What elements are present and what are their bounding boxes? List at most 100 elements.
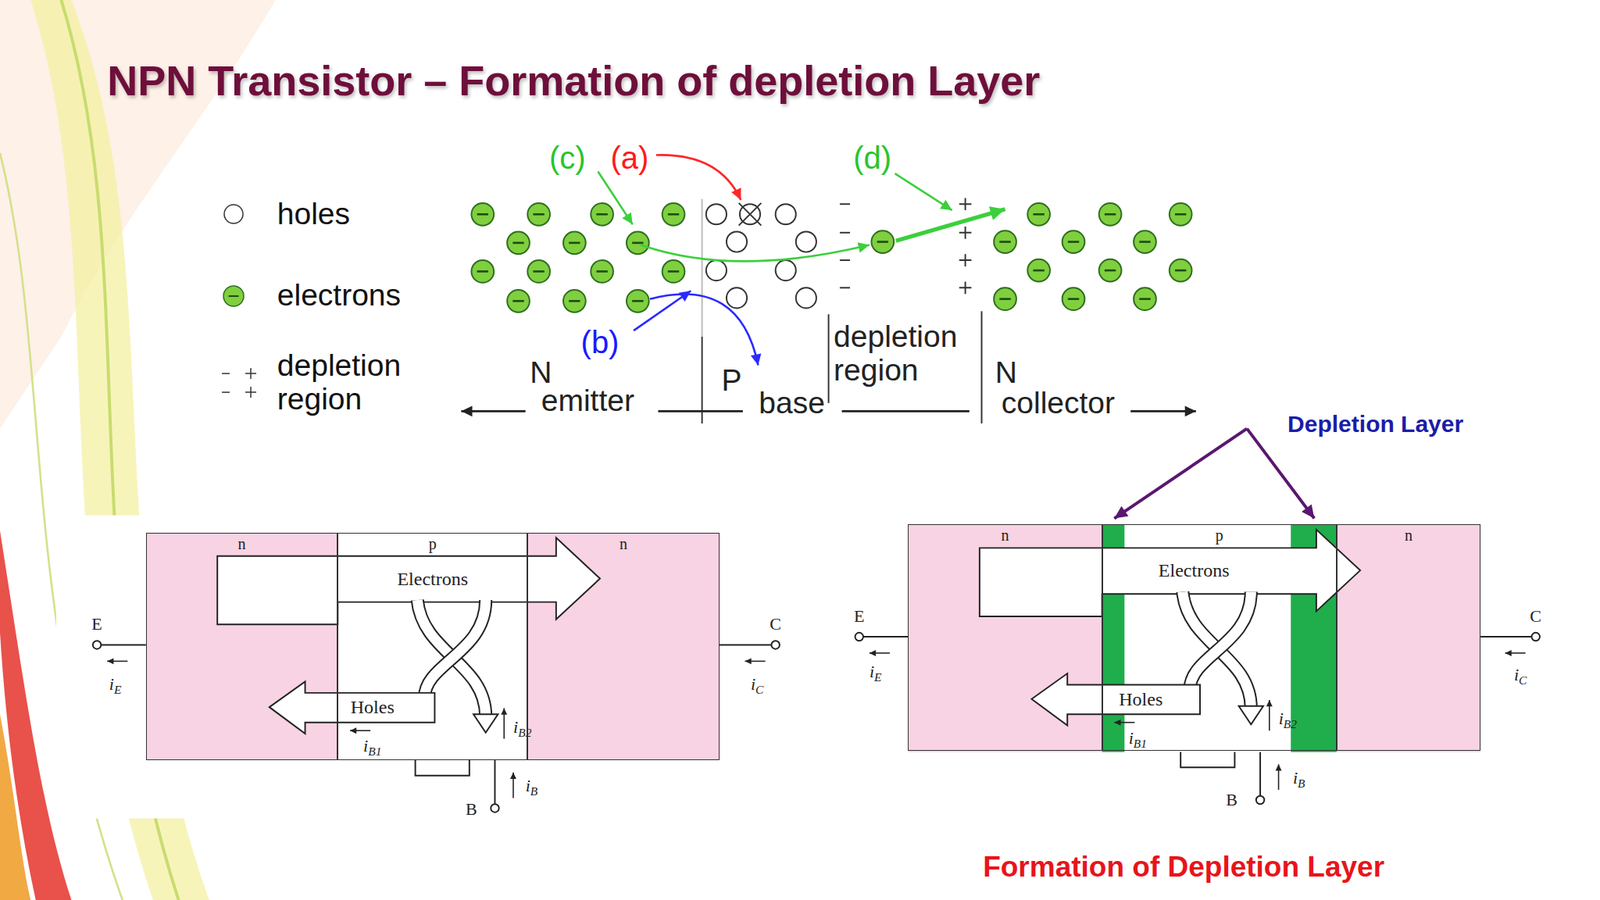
hole [224,204,243,224]
carrier-arrow [894,173,952,211]
carrier-arrow-head [731,187,741,200]
plus-charge [959,226,972,240]
carrier-arrow-head [939,200,953,211]
slide-title: NPN Transistor – Formation of depletion … [107,58,1040,105]
part-label: Holes [1118,688,1163,709]
transistor-diagram [92,532,780,813]
electron-sign [477,213,489,216]
electron-sign [477,270,489,273]
region-box: n [527,532,720,761]
emitter-wire [100,643,146,646]
carrier-arrow [896,209,1006,241]
electron [590,260,614,283]
part-label: B [465,800,478,819]
callout-arrow [1246,428,1315,519]
plus-charge [245,386,257,398]
current-label: iB1 [363,736,382,759]
junction-line [981,310,983,424]
electron [662,260,686,283]
electron [1027,203,1050,226]
current-label: iE [869,662,883,685]
legend-text: electrons [277,278,401,313]
hole [796,287,817,308]
carrier-arrow [656,154,741,200]
callout-label: Depletion Layer [1287,410,1464,437]
electron-sign [512,300,524,303]
electron [1099,203,1122,226]
junction-line [701,199,704,337]
region-label: n [619,535,628,553]
current-label: iC [1514,665,1527,688]
part-label: C [769,614,782,634]
electron-sign [999,240,1011,243]
recombination-arrow-head [1239,706,1264,725]
electron-sign [568,300,580,303]
current-arrow-head [107,657,114,665]
emitter-terminal [855,632,864,641]
part-label: P [721,364,742,398]
minus-charge [839,232,850,234]
electron-sign [532,270,544,273]
part-label: N [995,355,1018,390]
region-box: n [907,524,1102,751]
hole [706,203,727,225]
electron-sign [228,295,239,297]
region-label: p [1215,526,1224,544]
current-label: iB1 [1128,728,1147,751]
base-terminal [490,803,499,812]
hole-flow-arrow [269,681,436,734]
electron [1169,203,1193,226]
region-label: n [238,535,247,553]
electron-sign [667,270,679,273]
n-region-fill [1336,524,1481,752]
minus-charge [221,372,230,375]
electron [590,203,614,226]
extent-arrow-head [460,406,472,418]
decor-swoosh [0,714,31,900]
current-label: iB [525,776,539,799]
legend-item: depletion region [219,349,415,417]
electron-sign [1032,213,1044,216]
callout-letter: (d) [853,140,892,175]
plus-charge [959,197,972,211]
electron-sign [532,213,544,216]
base-wire [415,760,470,776]
electron [1062,287,1086,311]
electron-sign [999,297,1011,300]
electron-flow-arrow [979,529,1361,617]
electron [871,230,894,254]
electron-sign [512,242,524,245]
recombination-arrow [1189,592,1251,690]
electron [1099,259,1122,283]
hole [775,203,797,225]
callout-arrow-head [1301,504,1315,519]
plus-charge [959,281,972,294]
recombination-arrow-outline [424,600,486,698]
current-arrow-head [1266,700,1273,707]
electron-sign [1104,269,1116,272]
part-label: Electrons [396,567,468,589]
current-label: iE [109,675,122,697]
part-label: E [91,614,102,634]
extent-line [842,410,970,413]
hole [706,260,727,281]
current-arrow-head [869,650,876,657]
electron [1133,287,1157,311]
illustration-panel [209,132,1215,440]
part-label: Electrons [1158,560,1230,581]
electron [527,260,550,283]
electron [507,231,530,254]
electron [527,203,550,226]
recombination-arrow [424,600,486,698]
carrier-arrow-head [857,242,869,253]
legend-text: depletion region [277,349,415,417]
part-label: depletion region [833,320,971,388]
carrier-arrow [640,244,870,261]
collector-terminal [1531,632,1540,641]
electron-sign [596,270,608,273]
electron-sign [1067,240,1079,243]
current-arrow-head [744,657,751,665]
minus-charge [839,286,850,289]
region-box: n [146,532,339,761]
collector-wire [719,643,772,646]
